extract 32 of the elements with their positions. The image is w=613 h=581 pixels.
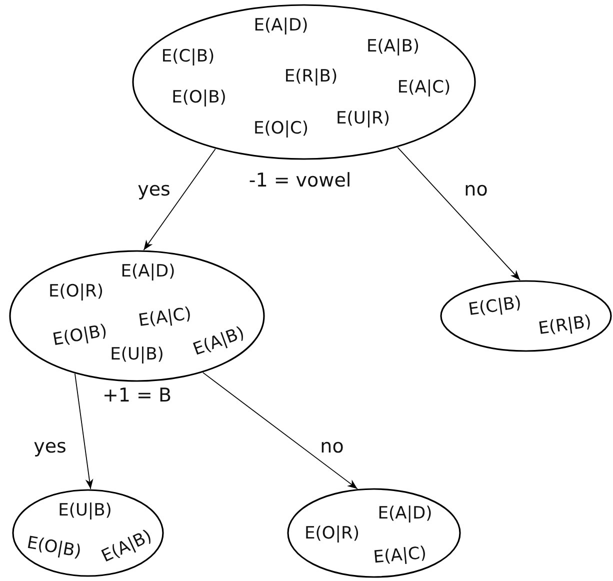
node-label: E(A|D)	[378, 506, 432, 522]
node-label: E(A|D)	[120, 264, 176, 280]
node-caption: -1 = vowel	[248, 172, 352, 190]
node-label: E(U|R)	[336, 110, 390, 128]
arrow	[202, 372, 358, 490]
arrow	[143, 148, 216, 251]
node-label: E(A|B)	[191, 324, 247, 360]
node-label: E(A|D)	[254, 18, 308, 34]
node-label: E(A|C)	[397, 80, 451, 96]
node-label: E(R|B)	[284, 68, 338, 86]
ellipse-node	[440, 280, 612, 352]
node-label: E(U|B)	[58, 502, 112, 520]
ellipse-node	[287, 488, 461, 578]
node-label: E(O|C)	[254, 120, 308, 138]
ellipse-node	[132, 4, 476, 160]
node-label: E(A|C)	[372, 545, 428, 567]
node-label: E(A|C)	[137, 306, 193, 330]
arrow	[74, 373, 94, 490]
node-label: E(R|B)	[537, 314, 593, 338]
node-label: E(O|R)	[48, 284, 104, 300]
node-label: E(C|B)	[161, 48, 215, 66]
node-label: E(C|B)	[467, 294, 523, 320]
node-label: E(O|R)	[304, 526, 360, 542]
node-label: E(A|B)	[366, 38, 420, 56]
arrow	[397, 146, 520, 281]
ellipse-node	[9, 250, 265, 382]
node-label: E(O|B)	[172, 90, 226, 106]
node-label: E(O|B)	[52, 322, 108, 350]
node-caption: +1 = B	[102, 386, 172, 406]
node-label: E(U|B)	[110, 346, 164, 364]
ellipse-node	[12, 489, 164, 577]
node-label: E(O|B)	[26, 534, 82, 562]
